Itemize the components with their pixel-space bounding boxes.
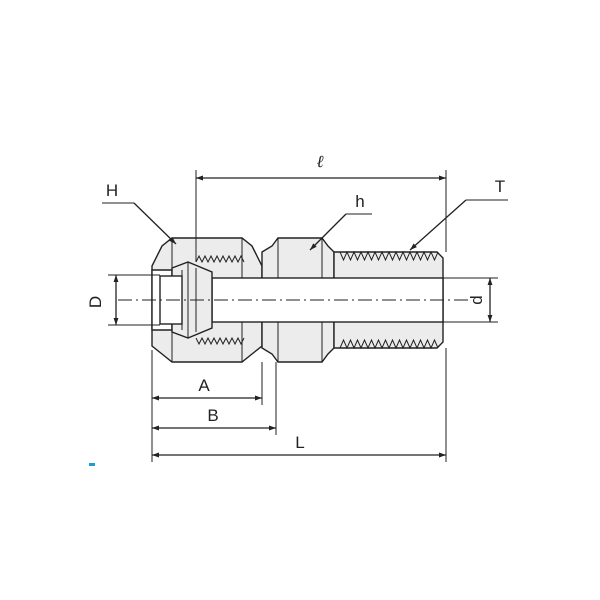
- label-H: H: [106, 181, 118, 200]
- leader-H: H: [102, 181, 177, 245]
- dim-d: d: [443, 277, 498, 323]
- label-B: B: [207, 406, 218, 425]
- label-L: L: [295, 433, 304, 452]
- label-T: T: [495, 177, 505, 196]
- dim-A: A: [151, 350, 263, 462]
- label-D: D: [86, 296, 105, 308]
- nut-thread-top: [195, 254, 245, 264]
- thread-teeth-bottom: [339, 338, 439, 350]
- label-ell: ℓ: [316, 152, 323, 172]
- dim-D: D: [86, 274, 160, 326]
- nut-thread-bottom: [195, 336, 245, 346]
- dim-B: B: [152, 362, 277, 435]
- dim-L: L: [152, 348, 447, 462]
- dim-ell: ℓ: [195, 152, 447, 262]
- stray-marker: [89, 463, 95, 466]
- thread-teeth-top: [339, 250, 439, 262]
- leader-h: h: [309, 192, 372, 251]
- leader-T: T: [409, 177, 508, 251]
- label-d: d: [467, 295, 486, 304]
- label-A: A: [198, 376, 210, 395]
- label-h: h: [355, 192, 364, 211]
